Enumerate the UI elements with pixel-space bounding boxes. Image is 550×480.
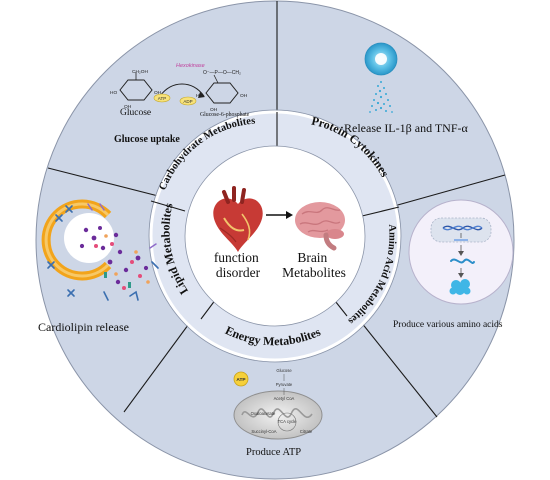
svg-text:OH: OH bbox=[210, 107, 218, 113]
pathway-pyruvate: Pyruvate bbox=[276, 382, 293, 387]
amino-nucleus bbox=[430, 217, 492, 243]
protein-icon bbox=[449, 279, 471, 295]
energy-caption: Produce ATP bbox=[246, 447, 301, 458]
svg-text:HO: HO bbox=[196, 93, 203, 99]
cell-icon bbox=[364, 42, 398, 76]
phosphate-label: O⁻—P—O—CH₂ bbox=[203, 70, 241, 76]
metabolite-ring-border bbox=[148, 109, 402, 363]
dna-icon bbox=[442, 225, 483, 231]
center-circle bbox=[184, 145, 366, 327]
pathway-succinyl: Succinyl-CoA bbox=[251, 429, 276, 434]
flow-arrow bbox=[266, 211, 293, 219]
glucose-reaction: CH₂OH HO OH OH Glucose Hexokinase ATP AD… bbox=[110, 63, 250, 118]
glucose-6-phosphate-icon: HO OH OH bbox=[196, 74, 248, 113]
adp-pill: ADP bbox=[183, 99, 192, 104]
svg-text:HO: HO bbox=[110, 90, 117, 96]
atp-badge: ATP bbox=[233, 371, 249, 387]
lipid-caption: Cardiolipin release bbox=[38, 320, 129, 334]
pathway-acetyl-coa: Acetyl CoA bbox=[274, 396, 295, 401]
mitochondrion-icon bbox=[233, 390, 323, 440]
pathway-labels: Glucose Pyruvate Acetyl CoA TCA cycle Ox… bbox=[251, 368, 313, 434]
pathway-citrate: Citrate bbox=[300, 429, 313, 434]
center-right-label: Brain Metabolites bbox=[282, 250, 346, 280]
hexokinase-label: Hexokinase bbox=[176, 63, 205, 69]
svg-text:OH: OH bbox=[124, 104, 132, 110]
amino-caption: Produce various amino acids bbox=[393, 320, 503, 330]
pathway-glucose: Glucose bbox=[276, 368, 292, 373]
cytokine-particles bbox=[369, 81, 393, 113]
glucose-ring-icon: HO OH OH bbox=[110, 72, 162, 110]
protein-caption: Release IL-1β and TNF-α bbox=[344, 121, 469, 135]
center-right-line2: Metabolites bbox=[282, 265, 346, 280]
brain-icon bbox=[295, 202, 345, 251]
glucose-formula-top: CH₂OH bbox=[132, 69, 149, 75]
membrane-vesicle-icon bbox=[41, 199, 159, 301]
glucose-label: Glucose bbox=[120, 108, 151, 118]
glucose-uptake-caption: Glucose uptake bbox=[114, 134, 180, 145]
pathway-tca: TCA cycle bbox=[278, 419, 298, 424]
svg-text:OH: OH bbox=[154, 90, 162, 96]
pathway-oxaloacetate: Oxaloacetate bbox=[251, 411, 276, 416]
atp-badge-label: ATP bbox=[236, 377, 246, 383]
atp-pill: ATP bbox=[158, 96, 166, 101]
center-left-line1: function bbox=[214, 250, 259, 265]
peptide-chain-icon bbox=[450, 258, 475, 264]
heart-icon bbox=[213, 186, 263, 252]
center-left-line2: disorder bbox=[216, 265, 261, 280]
center-right-line1: Brain bbox=[297, 250, 327, 265]
center-left-label: function disorder bbox=[214, 250, 262, 280]
g6p-label: Glucose-6-phosphate bbox=[200, 112, 250, 118]
svg-text:OH: OH bbox=[240, 93, 248, 99]
